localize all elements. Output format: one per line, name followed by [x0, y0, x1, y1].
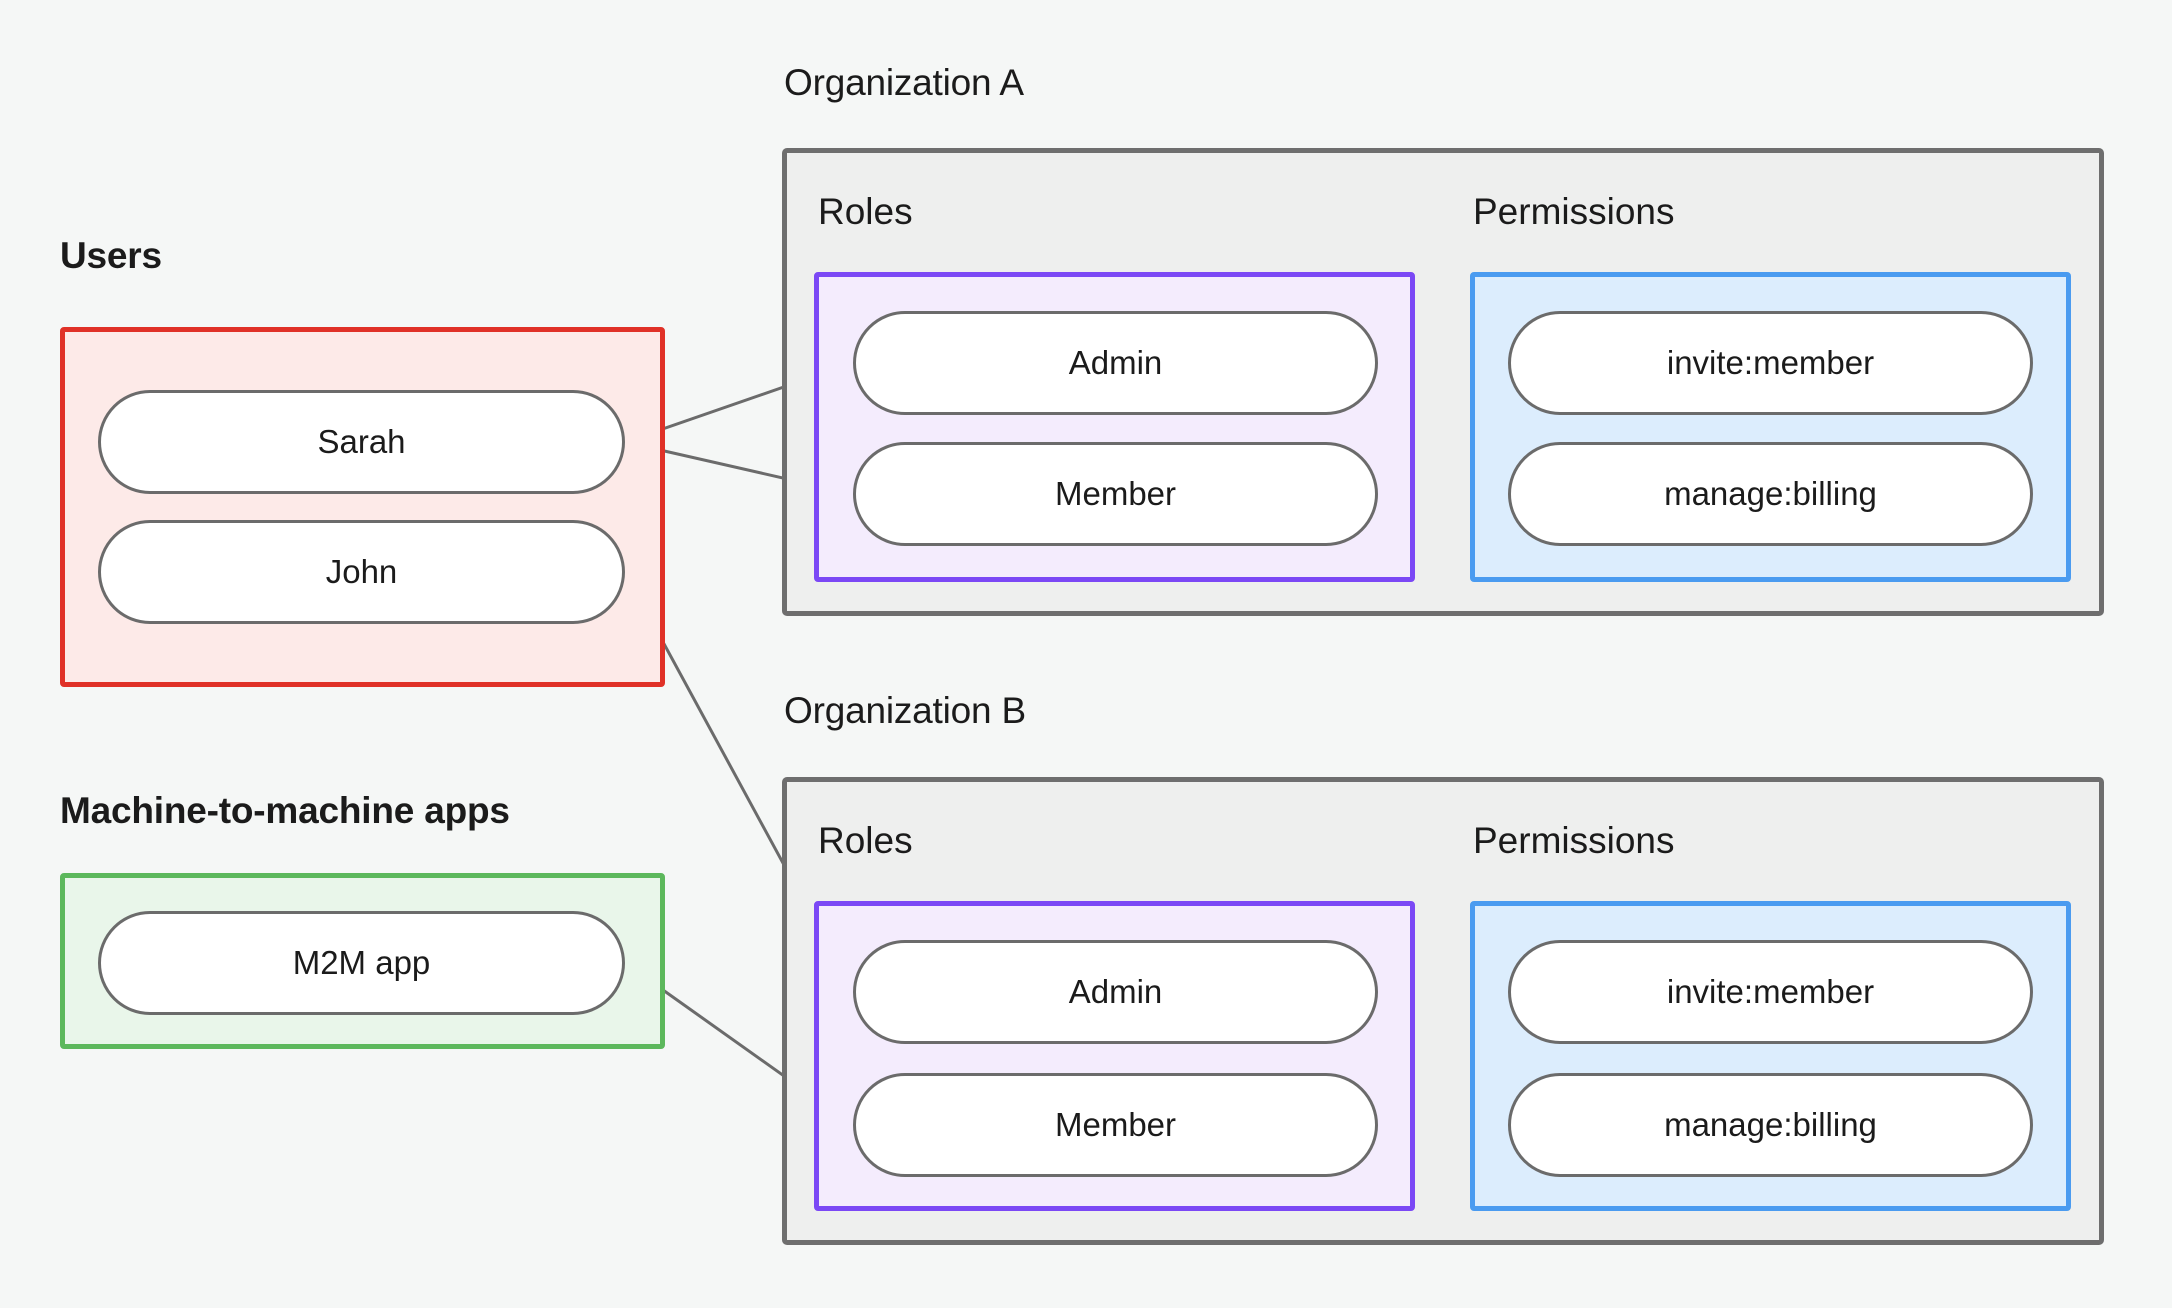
- organization-a-permission-manage-billing[interactable]: manage:billing: [1508, 442, 2033, 546]
- organization-b-role-member[interactable]: Member: [853, 1073, 1378, 1177]
- organization-b-permissions-caption: Permissions: [1473, 820, 1675, 861]
- user-node-john[interactable]: John: [98, 520, 625, 624]
- users-caption: Users: [60, 235, 162, 276]
- user-node-sarah[interactable]: Sarah: [98, 390, 625, 494]
- m2m-caption: Machine-to-machine apps: [60, 790, 510, 831]
- organization-a-role-member[interactable]: Member: [853, 442, 1378, 546]
- organization-a-role-admin[interactable]: Admin: [853, 311, 1378, 415]
- organization-b-roles-caption: Roles: [818, 820, 913, 861]
- organization-b-role-admin[interactable]: Admin: [853, 940, 1378, 1044]
- users-group-box: [60, 327, 665, 687]
- m2m-node-app[interactable]: M2M app: [98, 911, 625, 1015]
- organization-a-permission-invite-member[interactable]: invite:member: [1508, 311, 2033, 415]
- organization-b-permission-invite-member[interactable]: invite:member: [1508, 940, 2033, 1044]
- organization-a-permissions-caption: Permissions: [1473, 191, 1675, 232]
- organization-b-caption: Organization B: [784, 690, 1026, 731]
- organization-a-roles-caption: Roles: [818, 191, 913, 232]
- organization-a-caption: Organization A: [784, 62, 1024, 103]
- organization-b-permission-manage-billing[interactable]: manage:billing: [1508, 1073, 2033, 1177]
